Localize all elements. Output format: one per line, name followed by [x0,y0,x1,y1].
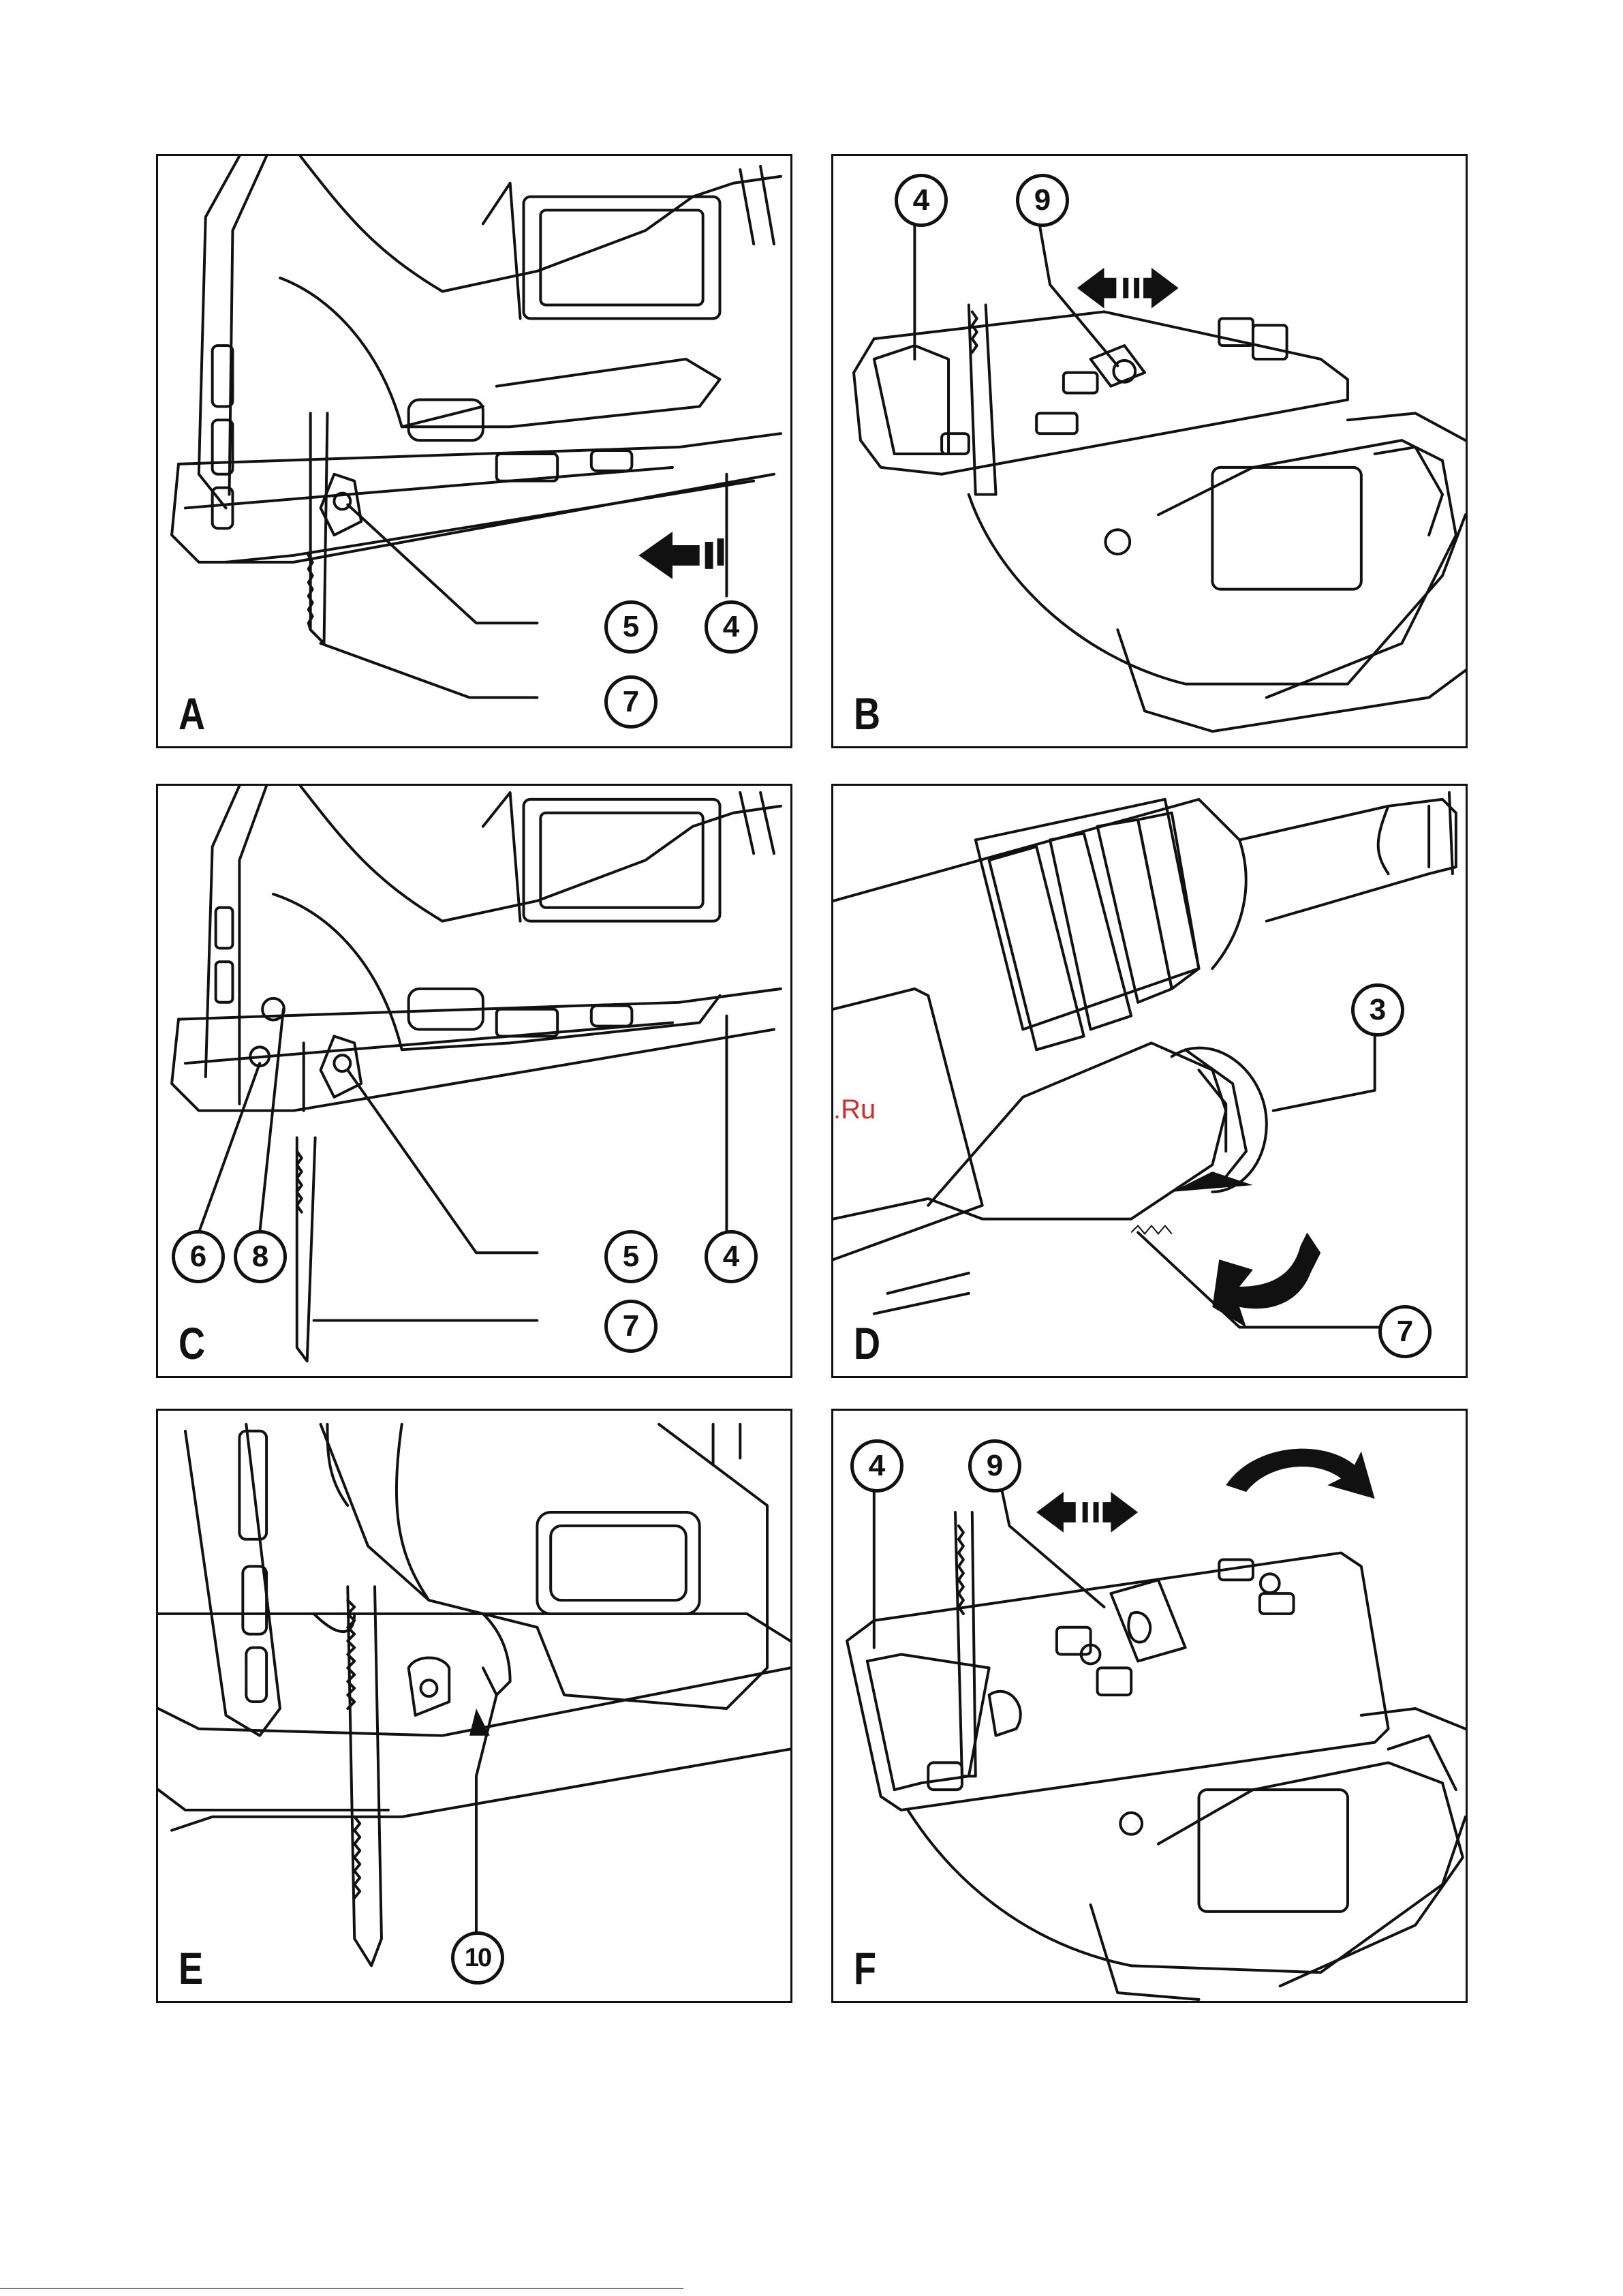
callout-3: 3 [1351,983,1404,1037]
callout-8: 8 [234,1230,287,1283]
panel-b: B 4 9 [831,154,1468,748]
panel-letter-f: F [854,1946,876,1991]
blade-guide-roller-illustration [158,786,790,1376]
panel-letter-c: C [179,1321,205,1366]
panel-f: F 4 9 [831,1409,1468,2003]
callout-7: 7 [604,675,658,729]
panel-e: E 10 [156,1409,792,2003]
panel-a: A 5 4 7 [156,154,792,748]
callout-7: 7 [1378,1305,1432,1358]
callout-10: 10 [451,1931,504,1985]
jigsaw-blade-insert-illustration [158,156,790,746]
panel-letter-b: B [854,691,880,736]
saw-dust-blower-switch-illustration [158,1411,790,2001]
callout-4: 4 [705,1230,758,1283]
callout-9: 9 [968,1439,1021,1493]
watermark-text: McGrp.Ru [831,1095,876,1125]
callout-9: 9 [1016,174,1069,227]
callout-4: 4 [850,1439,903,1493]
callout-5: 5 [604,1230,658,1283]
page-bottom-rule [0,2288,683,2289]
panel-c: C 6 8 5 4 7 [156,784,792,1378]
blade-release-lever-illustration [833,786,1466,1376]
callout-4: 4 [705,600,758,654]
callout-5: 5 [604,600,658,654]
callout-7: 7 [604,1300,658,1353]
callout-4: 4 [895,174,948,227]
base-plate-adjustment-illustration [833,156,1466,746]
panel-letter-e: E [179,1946,203,1991]
panel-letter-a: A [179,691,205,736]
callout-6: 6 [172,1230,225,1283]
panel-d: D 3 7 McGrp.Ru [831,784,1468,1378]
bevel-angle-adjustment-illustration [833,1411,1466,2001]
panel-letter-d: D [854,1321,880,1366]
